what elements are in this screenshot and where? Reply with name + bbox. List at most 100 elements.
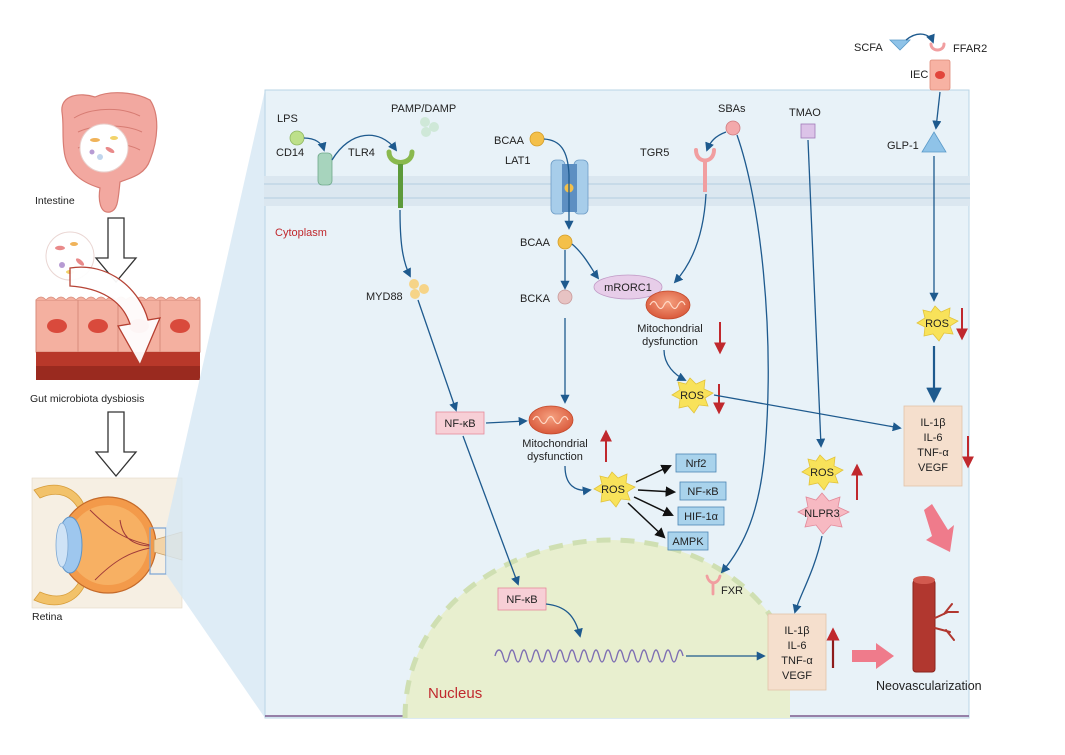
sbas-label: SBAs xyxy=(718,103,746,115)
mito-dys-tgr5-line2: dysfunction xyxy=(642,336,698,348)
mito-dys-center-line2: dysfunction xyxy=(527,451,583,463)
myd88-label: MYD88 xyxy=(366,291,403,303)
cytokine-bottom-il6: IL-6 xyxy=(788,640,807,652)
scfa-to-ffar2-arrow xyxy=(905,33,935,44)
retina-label: Retina xyxy=(32,611,63,623)
mito-dys-center-line1: Mitochondrial xyxy=(522,438,587,450)
lat1-label: LAT1 xyxy=(505,155,530,167)
tmao-molecule xyxy=(800,123,816,139)
sbas-to-tgr5-arrow xyxy=(705,131,727,152)
lat1-transporter xyxy=(550,159,589,215)
dysbiosis-label: Gut microbiota dysbiosis xyxy=(30,393,144,405)
cytokine-bottom-tnfa: TNF-α xyxy=(781,655,813,667)
ros-to-nrf2-arrow xyxy=(635,464,672,483)
ros-center-label: ROS xyxy=(601,484,625,496)
ros-tmao-label: ROS xyxy=(810,467,834,479)
cd14-to-tlr4-arrow xyxy=(331,134,398,161)
ros-to-nfkb-arrow xyxy=(637,486,677,497)
bcka-label: BCKA xyxy=(520,293,551,305)
target-hif1a: HIF-1α xyxy=(684,511,719,523)
nlrp3-label: NLPR3 xyxy=(804,508,839,520)
cytokine-right-il6: IL-6 xyxy=(924,432,943,444)
cytokine-right-il1b: IL-1β xyxy=(920,417,945,429)
tgr5-label: TGR5 xyxy=(640,147,669,159)
nfkb-to-nucleus-arrow xyxy=(462,435,520,586)
nfkb-cytoplasm-label: NF-κB xyxy=(444,418,475,430)
ros-tgr5-to-cytokines-arrow xyxy=(713,394,902,432)
scfa-ligand xyxy=(889,39,911,51)
ros-star-glp1 xyxy=(916,305,959,342)
mrorc1-label: mRORC1 xyxy=(604,282,652,294)
target-boxes xyxy=(667,453,727,551)
blood-vessel-illustration xyxy=(912,576,959,673)
cytokines-bottom-box xyxy=(767,613,827,691)
flow-arrow-down xyxy=(94,217,138,284)
epithelium-illustration xyxy=(35,296,201,380)
zoom-projection xyxy=(166,90,265,718)
cytokines-to-neovasc-arrow xyxy=(852,643,894,669)
ros-star-tmao xyxy=(801,454,844,491)
tmao-label: TMAO xyxy=(789,107,821,119)
bcaa-intracellular-label: BCAA xyxy=(520,237,551,249)
nucleus-label: Nucleus xyxy=(428,685,482,702)
bcaa-intracellular xyxy=(557,234,573,250)
nfkb-cytoplasm-box xyxy=(435,411,485,435)
nucleus xyxy=(405,540,790,718)
pamp-damp-label: PAMP/DAMP xyxy=(391,103,456,115)
nfkb-nucleus-label: NF-κB xyxy=(506,594,537,606)
myd88-complex xyxy=(409,279,429,299)
cell-membrane xyxy=(264,172,970,212)
bcaa-extracellular xyxy=(529,131,545,147)
target-nfkb: NF-κB xyxy=(687,486,718,498)
nfkb-to-dna-arrow xyxy=(545,603,583,638)
sbas-ligand xyxy=(725,120,741,136)
iec-to-glp1-arrow xyxy=(932,91,942,130)
ros-to-ampk-arrow xyxy=(627,502,666,539)
mito-to-ros-arrow xyxy=(564,465,592,496)
iec-label: IEC xyxy=(910,69,928,81)
penetration-arrow xyxy=(69,266,162,367)
myd88-to-nfkb-arrow xyxy=(417,299,458,412)
fxr-receptor xyxy=(705,574,722,596)
ffar2-receptor xyxy=(929,42,946,52)
nuclear-envelope xyxy=(402,537,793,719)
eye-illustration xyxy=(31,477,183,609)
bcaa-to-mrorc1-arrow xyxy=(571,243,600,280)
flow-arrow-down-2 xyxy=(94,411,138,478)
tgr5-receptor xyxy=(694,148,716,163)
cytokine-right-tnfa: TNF-α xyxy=(917,447,949,459)
tgr5-to-mito-arrow xyxy=(673,193,707,284)
fxr-label: FXR xyxy=(721,585,743,597)
cd14-receptor xyxy=(317,152,333,186)
nfkb-nucleus-box xyxy=(497,587,547,611)
intestine-label: Intestine xyxy=(35,195,75,207)
tmao-to-ros-arrow xyxy=(807,139,826,448)
glp1-ligand xyxy=(921,131,947,153)
cytokine-bottom-il1b: IL-1β xyxy=(784,625,809,637)
ros-star-center xyxy=(593,471,636,508)
ffar2-label: FFAR2 xyxy=(953,43,987,55)
pamp-damp-ligand xyxy=(420,117,439,137)
lps-to-cd14-arrow xyxy=(303,137,327,152)
bcka-molecule xyxy=(557,289,573,305)
iec-cell xyxy=(929,59,951,91)
bcaa-transport-arrow xyxy=(543,138,574,230)
tlr4-to-myd88-arrow xyxy=(399,209,411,278)
target-ampk: AMPK xyxy=(672,536,704,548)
cd14-label: CD14 xyxy=(276,147,304,159)
neovascularization-label: Neovascularization xyxy=(876,679,982,693)
target-nrf2: Nrf2 xyxy=(686,458,707,470)
nlrp3-to-cytokines-arrow xyxy=(792,535,823,614)
glp1-label: GLP-1 xyxy=(887,140,919,152)
cytokines-to-vessel-arrow xyxy=(924,504,954,552)
lps-label: LPS xyxy=(277,113,298,125)
cytokines-right-box xyxy=(903,405,963,487)
mrorc1-node xyxy=(593,274,663,300)
mitochondrion-center xyxy=(528,405,574,435)
cytokine-right-vegf: VEGF xyxy=(918,462,948,474)
cytoplasm-label: Cytoplasm xyxy=(275,227,327,239)
lps-ligand xyxy=(289,130,305,146)
scfa-label: SCFA xyxy=(854,42,883,54)
sbas-to-fxr-arrow xyxy=(720,134,769,574)
